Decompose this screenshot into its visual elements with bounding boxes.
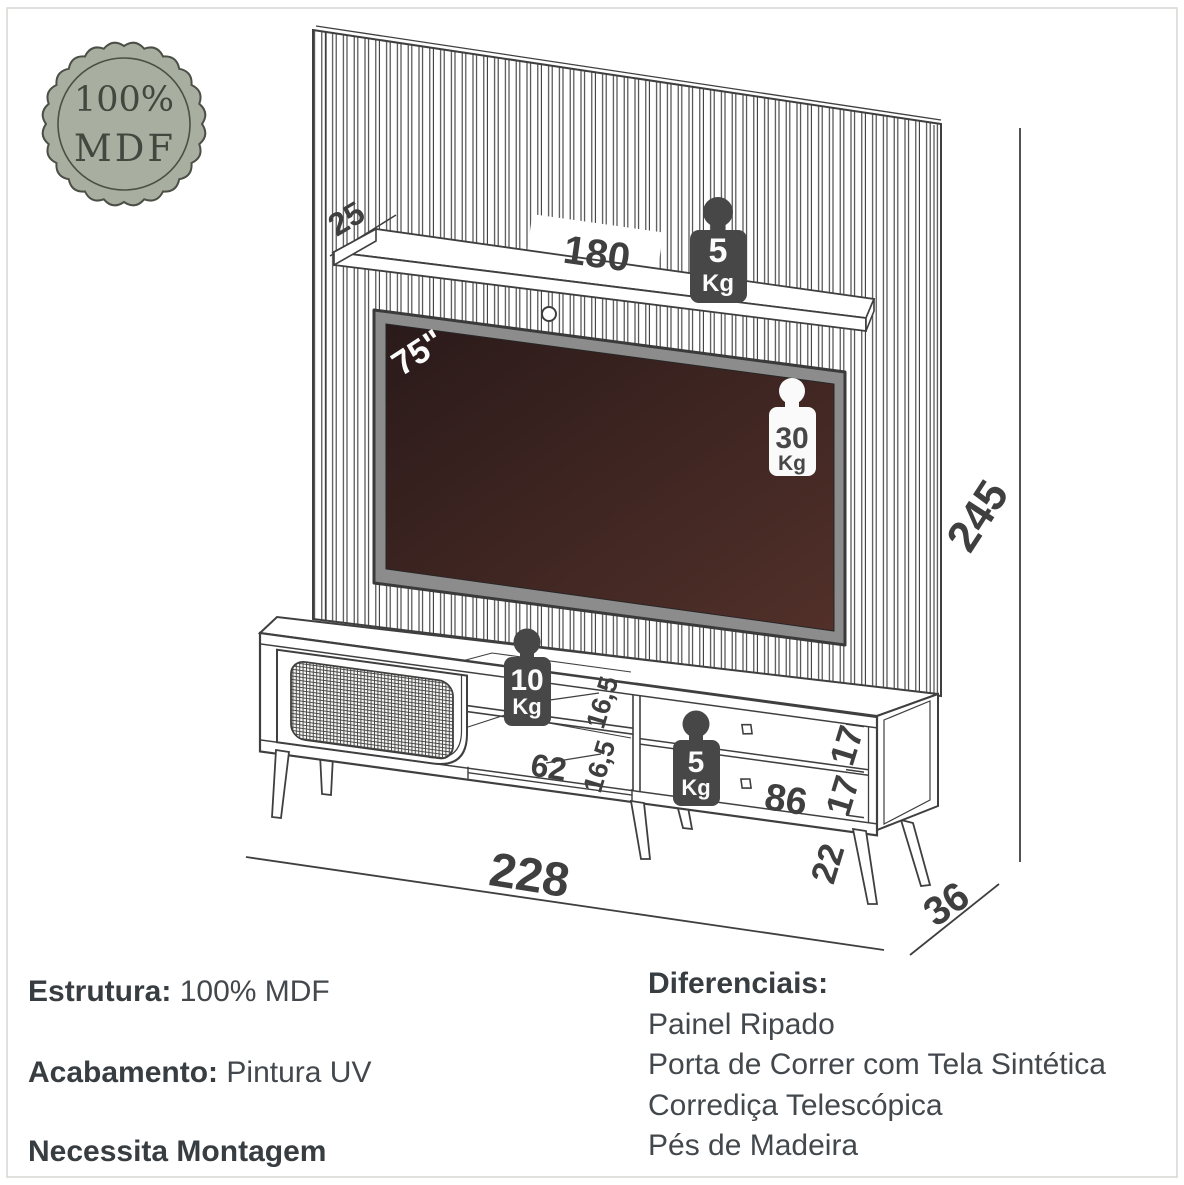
diferenciais-item-4: Pés de Madeira [648,1129,859,1162]
cabinet-side [876,692,939,832]
depth-dim-line [909,883,1000,956]
badge-scalloped-seal [41,41,207,207]
cabinet-front [258,631,879,837]
spec-diferenciais: Diferenciais: Painel Ripado Porta de Cor… [648,964,1106,1167]
cabinet-side-inner [883,700,931,825]
weight-icon-tv: 30 Kg [769,378,816,476]
sheet-border [6,7,1178,1178]
spec-acabamento: Acabamento: Pintura UV [28,1056,371,1090]
niche-weight-value: 10 [510,664,543,697]
tv-rack-cabinet [257,615,939,837]
spec-estrutura-label: Estrutura: [28,975,172,1008]
shelf-weight-unit: Kg [702,270,734,297]
diferenciais-title: Diferenciais: [648,967,829,1000]
front-legs [271,748,879,905]
niche-width-label: 62 [528,747,569,788]
door-mesh-screen [290,660,454,760]
cable-hole [541,306,557,322]
drawer-width-label: 86 [762,776,810,824]
width-dim-line [245,856,885,951]
drawers-weight-value: 5 [688,746,705,779]
diferenciais-item-3: Corrediça Telescópica [648,1088,943,1122]
niche-width-line [468,772,632,796]
spec-acabamento-value: Pintura UV [226,1056,372,1089]
spec-montagem: Necessita Montagem [28,1135,326,1169]
leg-height-label: 22 [804,839,853,888]
tv-screen [385,323,835,632]
spec-estrutura-value: 100% MDF [179,975,330,1008]
shelf-weight-value: 5 [709,232,728,270]
badge-top-text: 100% [74,80,174,120]
niche-weight-unit: Kg [512,694,541,719]
badge-inner-ring [57,57,191,191]
diferenciais-item-2: Porta de Correr com Tela Sintética [648,1048,1106,1081]
shelf-width-label: 180 [561,228,633,281]
drawer-knob-bottom [740,778,752,789]
weight-icon-niche: 10 Kg [504,628,551,726]
spec-montagem-text: Necessita Montagem [28,1135,327,1168]
mdf-badge: 100% MDF [41,41,207,207]
total-width-label: 228 [486,843,573,908]
weight-icon-drawers: 5 Kg [673,710,720,806]
spec-estrutura: Estrutura: 100% MDF [28,975,330,1009]
badge-bottom-text: MDF [74,127,176,170]
diferenciais-item-1: Painel Ripado [648,1007,835,1041]
height-label: 245 [937,472,1018,560]
tv-weight-unit: Kg [778,452,806,475]
drawer-knob-top [741,723,753,735]
tv [372,308,847,647]
weight-icon-shelf: 5 Kg [690,197,747,303]
drawers-weight-unit: Kg [681,775,710,800]
spec-acabamento-label: Acabamento: [28,1056,219,1089]
tv-weight-value: 30 [775,422,808,455]
panel-top-edge [315,25,942,121]
